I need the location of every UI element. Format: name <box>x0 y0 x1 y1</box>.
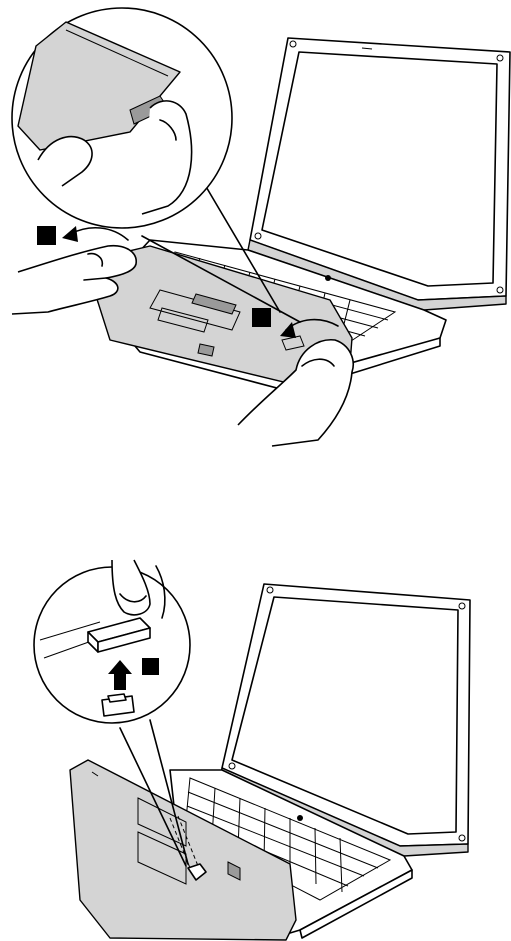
callout-marker <box>252 308 271 327</box>
callout-marker <box>37 226 56 245</box>
curved-arrow-icon <box>70 228 128 240</box>
figure-1-palm-rest-removal <box>12 8 510 446</box>
step-1-callout <box>37 226 128 245</box>
callout-marker <box>142 658 159 675</box>
figure-2-connector-detach <box>34 560 470 940</box>
